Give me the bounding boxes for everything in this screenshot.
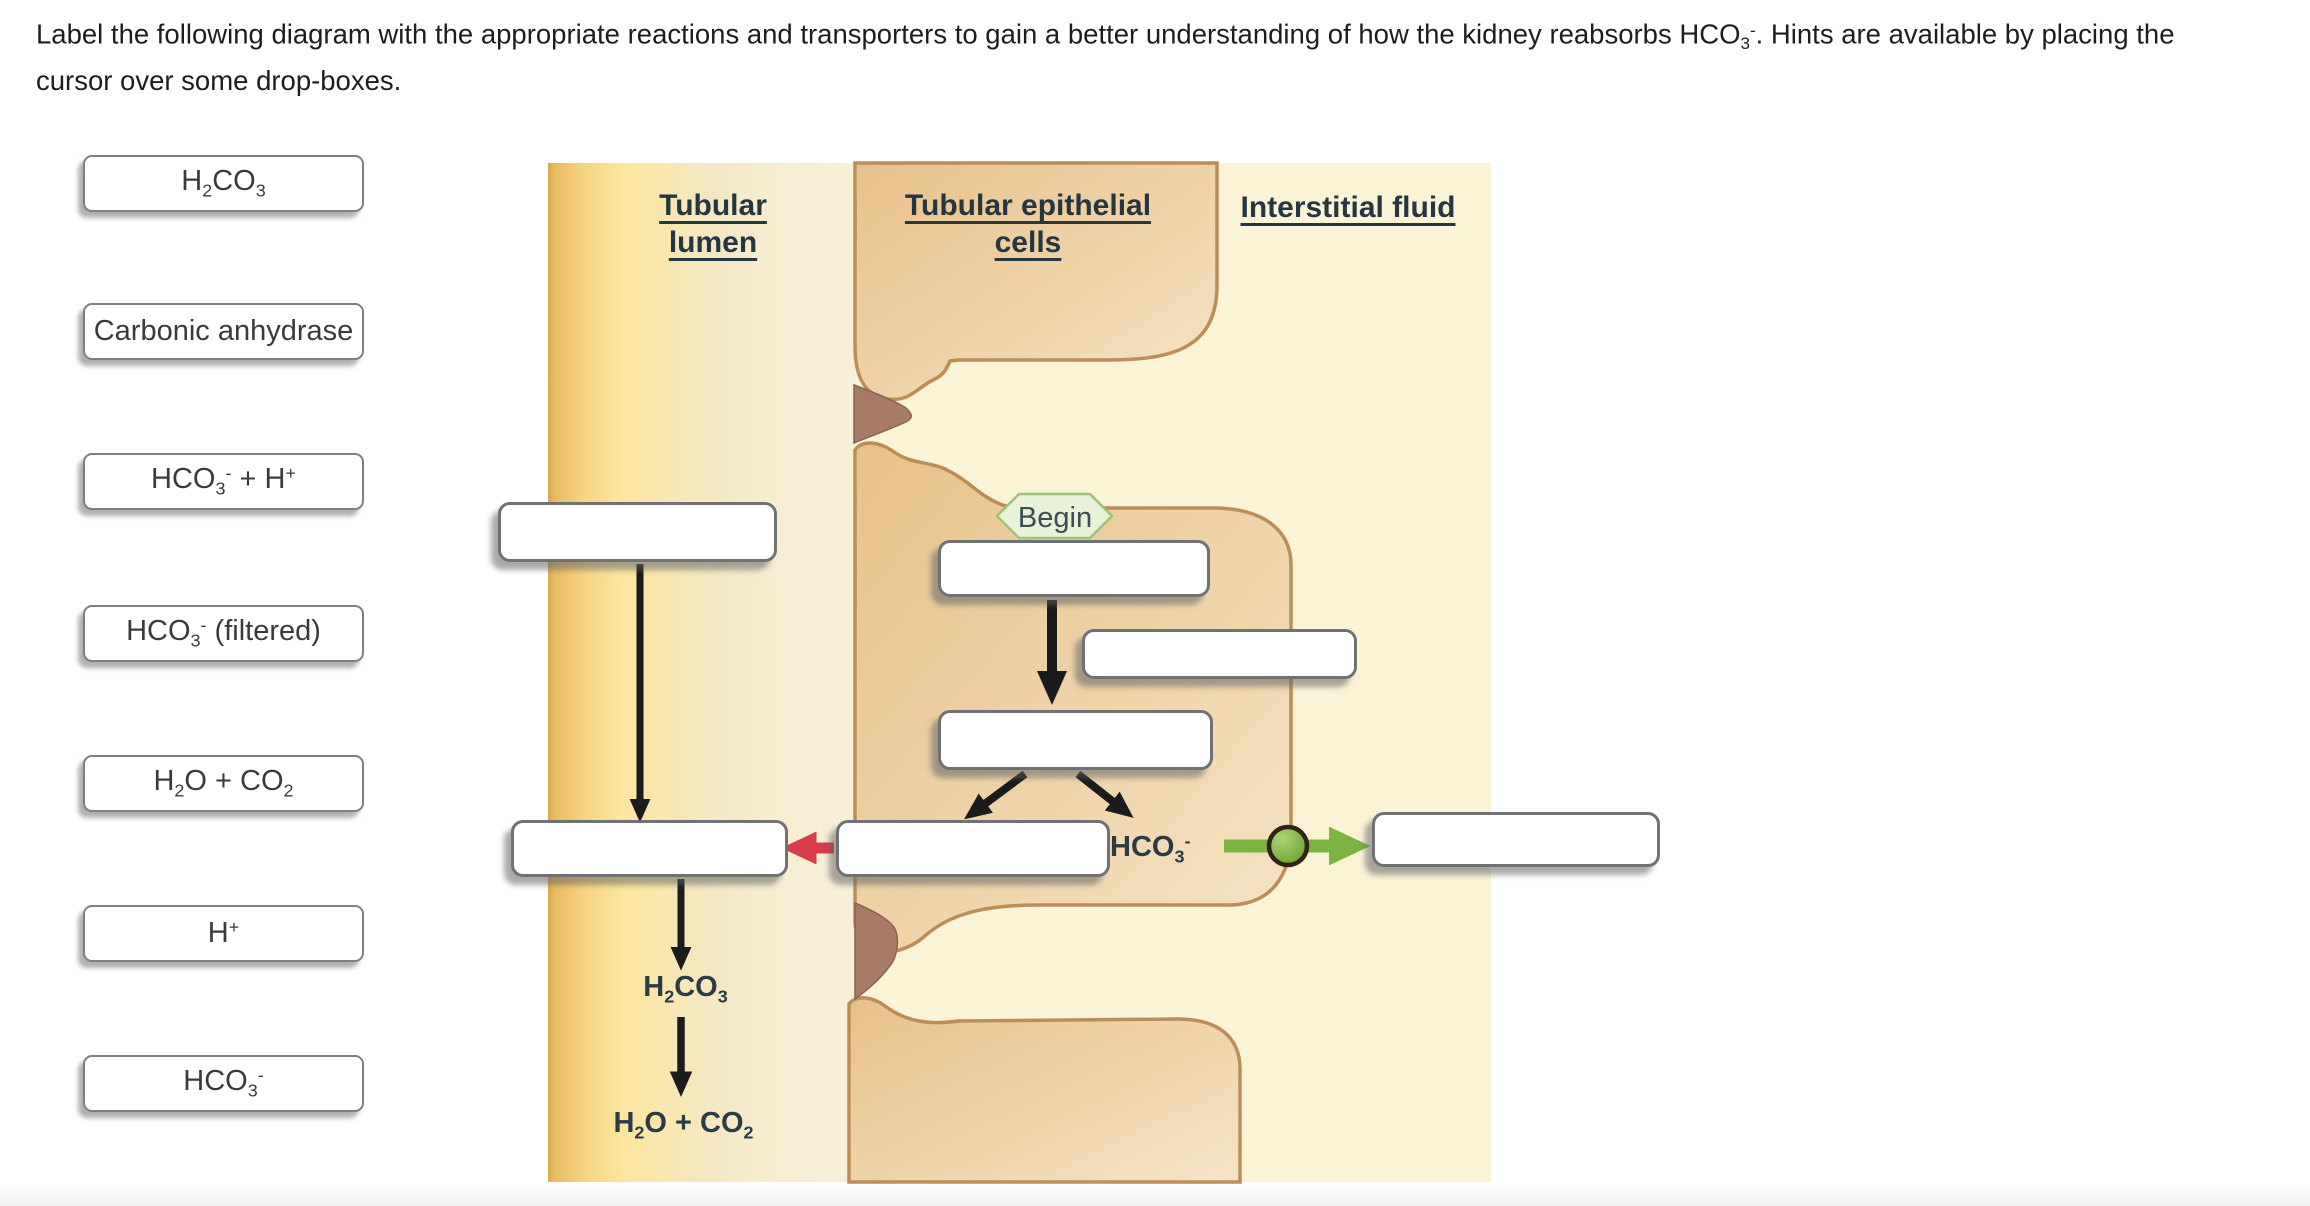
label-h2o-co2: H2O + CO2 <box>613 1107 754 1143</box>
tubular-lumen-background <box>548 163 855 1182</box>
begin-label: Begin <box>1018 502 1092 534</box>
drop-box-interstitial[interactable] <box>1372 812 1660 867</box>
tight-junction-top <box>853 383 913 445</box>
word-bank-label: H2CO3 <box>181 165 266 201</box>
word-bank-item-hco3[interactable]: HCO3- <box>83 1055 364 1112</box>
tight-junction-bottom <box>854 901 899 1001</box>
arrow-split-right <box>1075 770 1134 818</box>
drop-box-cell-products[interactable] <box>938 710 1213 770</box>
word-bank-item-h2o-plus-co2[interactable]: H2O + CO2 <box>83 755 364 812</box>
kidney-diagram: Begin Tubular lumen Tubular epithelial c… <box>498 161 1660 1184</box>
arrow-split-left <box>964 770 1028 820</box>
header-tubular-epithelial-cells: Tubular epithelial cells <box>904 189 1152 259</box>
word-bank-label: HCO3- (filtered) <box>126 615 321 651</box>
word-bank-label: Carbonic anhydrase <box>93 315 354 347</box>
epithelial-cell-bottom <box>847 996 1242 1184</box>
word-bank-item-h-plus[interactable]: H+ <box>83 905 364 962</box>
label-h2co3: H2CO3 <box>643 971 728 1007</box>
question-line-2: cursor over some drop-boxes. <box>36 64 402 96</box>
footer-divider <box>0 1188 2310 1206</box>
word-bank-label: HCO3- <box>183 1065 264 1101</box>
question-line-1: Label the following diagram with the app… <box>36 18 2175 53</box>
word-bank-item-carbonic-anhydrase[interactable]: Carbonic anhydrase <box>83 303 364 360</box>
drop-box-cell-enzyme[interactable] <box>1082 629 1357 679</box>
transporter-protein-icon <box>1266 824 1310 868</box>
header-tubular-lumen: Tubular lumen <box>659 189 767 259</box>
question-text: Label the following diagram with the app… <box>36 12 2298 99</box>
drop-box-cell-begin[interactable] <box>938 540 1210 597</box>
begin-badge <box>995 492 1114 540</box>
word-bank-label: H2O + CO2 <box>153 765 294 801</box>
drop-box-lumen-top[interactable] <box>498 502 777 562</box>
header-interstitial-fluid: Interstitial fluid <box>1240 191 1456 224</box>
drop-box-lumen-membrane[interactable] <box>511 820 788 877</box>
word-bank-label: HCO3- + H+ <box>151 463 296 499</box>
drop-box-cell-membrane[interactable] <box>836 820 1110 877</box>
word-bank-item-h2co3[interactable]: H2CO3 <box>83 155 364 212</box>
word-bank-item-hco3-plus-h[interactable]: HCO3- + H+ <box>83 453 364 510</box>
label-hco3: HCO3- <box>1110 831 1191 867</box>
word-bank-label: H+ <box>207 917 240 949</box>
word-bank-item-hco3-filtered[interactable]: HCO3- (filtered) <box>83 605 364 662</box>
